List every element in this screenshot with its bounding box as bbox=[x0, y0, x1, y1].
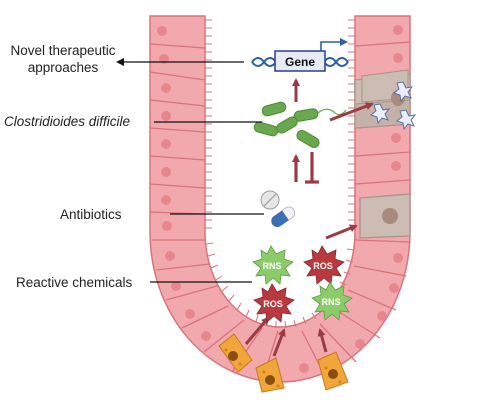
bacterium bbox=[253, 121, 279, 137]
rns-burst-lower: RNS bbox=[311, 281, 353, 321]
bacterium bbox=[261, 101, 287, 117]
secretion-arrow-3 bbox=[317, 328, 328, 353]
therapeutic-label-line1: Novel therapeutic bbox=[10, 43, 116, 58]
svg-text:RNS: RNS bbox=[262, 261, 281, 271]
rns-burst-upper: RNS bbox=[252, 245, 294, 285]
regulation-arrows bbox=[244, 78, 374, 357]
ros-burst-upper: ROS bbox=[303, 245, 345, 285]
transcription-arrow bbox=[320, 38, 348, 51]
crypt-wall bbox=[149, 15, 411, 383]
ros-burst-lower: ROS bbox=[253, 283, 295, 323]
gene-box bbox=[274, 50, 326, 72]
antibiotic-damage-arrow bbox=[325, 224, 358, 240]
reactive-bursts: RNS ROS ROS RNS bbox=[252, 245, 353, 323]
svg-text:ROS: ROS bbox=[263, 299, 283, 309]
secretion-arrow-1 bbox=[244, 316, 270, 345]
damaged-nucleus-mid bbox=[382, 208, 398, 224]
gene-box-label: Gene bbox=[285, 55, 315, 69]
antibiotics-label: Antibiotics bbox=[60, 207, 122, 222]
toxin-arrow bbox=[329, 102, 374, 122]
pill-capsule bbox=[271, 206, 296, 228]
chemicals-label: Reactive chemicals bbox=[16, 275, 133, 290]
antibiotic-drugs bbox=[260, 190, 296, 228]
leader-lines bbox=[116, 58, 264, 283]
damaged-cells bbox=[354, 69, 417, 239]
therapeutic-label-line2: approaches bbox=[27, 60, 99, 75]
svg-text:ROS: ROS bbox=[313, 261, 333, 271]
secretion-arrow-2 bbox=[272, 328, 286, 357]
bacterium bbox=[276, 116, 298, 134]
pathogen-label: Clostridioides difficile bbox=[4, 114, 131, 129]
flagellum bbox=[317, 108, 347, 116]
therapeutic-label: Novel therapeutic approaches bbox=[8, 42, 118, 76]
svg-text:RNS: RNS bbox=[321, 297, 340, 307]
bacterium bbox=[296, 130, 320, 148]
injury-stars bbox=[369, 81, 417, 131]
gene-illustration: Gene bbox=[251, 38, 349, 72]
secretory-cells bbox=[218, 333, 349, 393]
clostridioides-bacteria bbox=[253, 101, 347, 148]
